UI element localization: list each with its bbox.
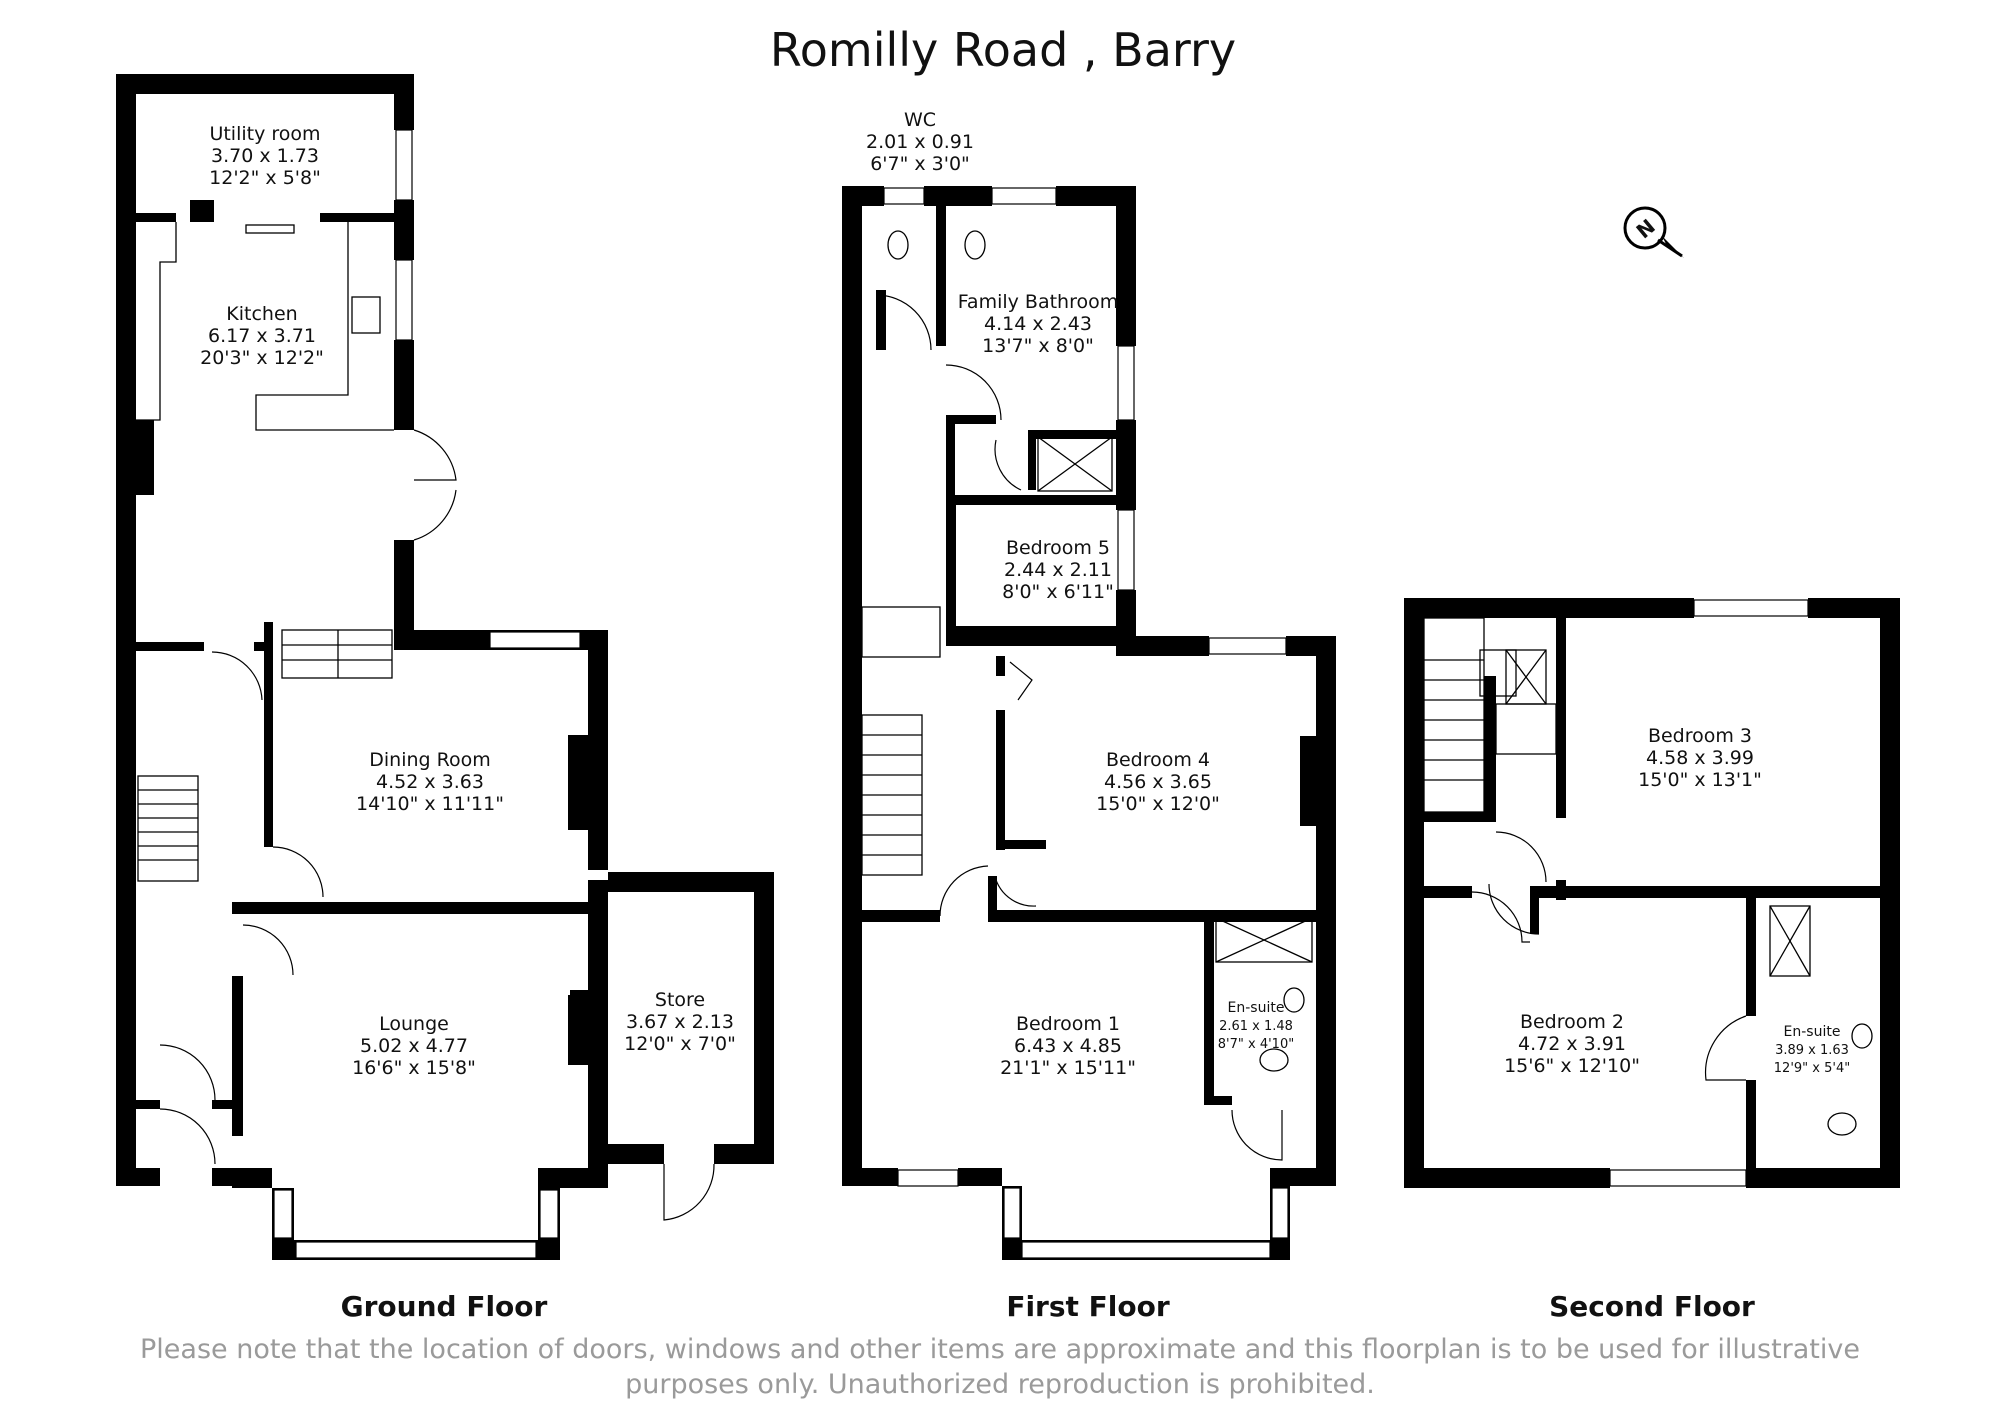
room-name: Dining Room — [369, 749, 490, 771]
room-metric: 3.67 x 2.13 — [626, 1011, 734, 1033]
room-metric: 4.72 x 3.91 — [1518, 1033, 1626, 1055]
ground-floor-labels: Utility room 3.70 x 1.73 12'2" x 5'8" Ki… — [200, 123, 736, 1079]
room-imperial: 21'1" x 15'11" — [1000, 1057, 1136, 1079]
room-metric: 6.43 x 4.85 — [1014, 1035, 1122, 1057]
floor-label-second: Second Floor — [1549, 1290, 1755, 1323]
room-imperial: 16'6" x 15'8" — [352, 1057, 476, 1079]
room-imperial: 20'3" x 12'2" — [200, 347, 324, 369]
room-metric: 5.02 x 4.77 — [360, 1035, 468, 1057]
room-imperial: 12'9" x 5'4" — [1774, 1061, 1850, 1076]
room-imperial: 13'7" x 8'0" — [982, 335, 1094, 357]
room-name: Family Bathroom — [958, 291, 1119, 313]
room-imperial: 12'0" x 7'0" — [624, 1033, 736, 1055]
room-imperial: 15'0" x 13'1" — [1638, 769, 1762, 791]
room-metric: 3.70 x 1.73 — [211, 145, 319, 167]
first-floor-plan — [842, 186, 1517, 1260]
room-name: En-suite — [1228, 1000, 1285, 1016]
room-name: Kitchen — [226, 303, 297, 325]
room-name: En-suite — [1784, 1024, 1841, 1040]
room-metric: 2.01 x 0.91 — [866, 131, 974, 153]
room-imperial: 12'2" x 5'8" — [209, 167, 321, 189]
room-metric: 3.89 x 1.63 — [1775, 1043, 1849, 1058]
room-imperial: 15'6" x 12'10" — [1504, 1055, 1640, 1077]
plan-title: Romilly Road , Barry — [770, 23, 1236, 77]
room-name: Bedroom 5 — [1006, 537, 1110, 559]
first-floor-labels: WC 2.01 x 0.91 6'7" x 3'0" Family Bathro… — [866, 109, 1294, 1079]
room-name: Lounge — [379, 1013, 449, 1035]
floor-label-ground: Ground Floor — [341, 1290, 548, 1323]
room-metric: 4.58 x 3.99 — [1646, 747, 1754, 769]
north-compass-icon: N — [1623, 206, 1684, 258]
room-metric: 4.56 x 3.65 — [1104, 771, 1212, 793]
disclaimer-line-2: purposes only. Unauthorized reproduction… — [625, 1369, 1375, 1400]
room-name: Bedroom 1 — [1016, 1013, 1120, 1035]
room-name: Bedroom 2 — [1520, 1011, 1624, 1033]
room-metric: 4.52 x 3.63 — [376, 771, 484, 793]
room-metric: 4.14 x 2.43 — [984, 313, 1092, 335]
room-name: Store — [655, 989, 705, 1011]
ground-floor-plan — [116, 74, 774, 1260]
second-floor-labels: Bedroom 3 4.58 x 3.99 15'0" x 13'1" Bedr… — [1504, 725, 1850, 1077]
room-imperial: 15'0" x 12'0" — [1096, 793, 1220, 815]
room-metric: 2.44 x 2.11 — [1004, 559, 1112, 581]
room-metric: 2.61 x 1.48 — [1219, 1019, 1293, 1034]
room-metric: 6.17 x 3.71 — [208, 325, 316, 347]
room-imperial: 8'0" x 6'11" — [1002, 581, 1114, 603]
disclaimer-line-1: Please note that the location of doors, … — [140, 1334, 1860, 1365]
room-name: Utility room — [209, 123, 320, 145]
room-name: Bedroom 3 — [1648, 725, 1752, 747]
room-name: Bedroom 4 — [1106, 749, 1210, 771]
room-imperial: 14'10" x 11'11" — [356, 793, 504, 815]
floor-label-first: First Floor — [1006, 1290, 1170, 1323]
room-name: WC — [904, 109, 936, 131]
second-floor-plan — [1404, 598, 1900, 1188]
room-imperial: 8'7" x 4'10" — [1218, 1037, 1294, 1052]
room-imperial: 6'7" x 3'0" — [870, 153, 970, 175]
